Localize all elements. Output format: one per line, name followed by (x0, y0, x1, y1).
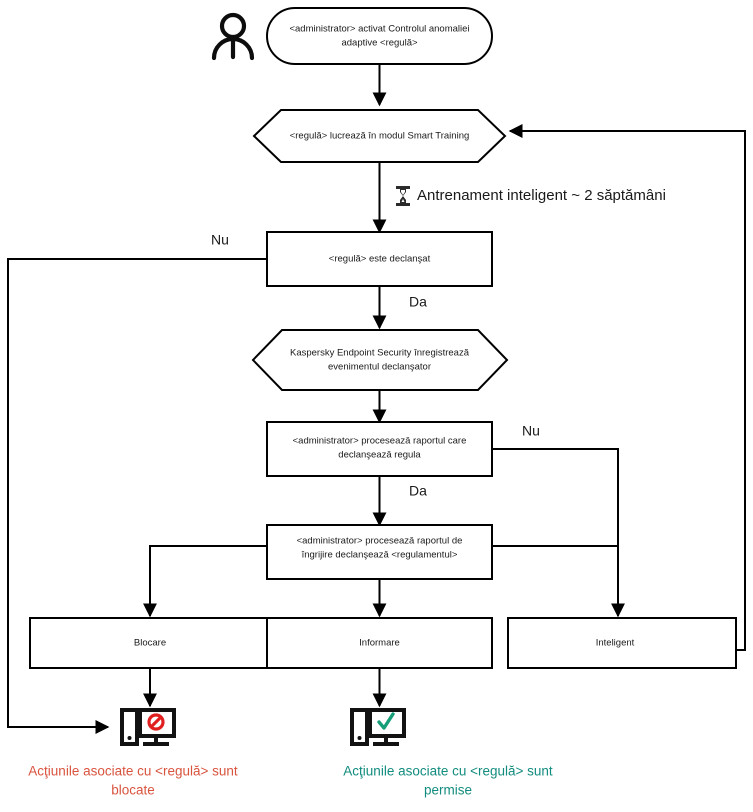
outcome-blocked-line1: Acţiunile asociate cu <regulă> sunt (28, 764, 238, 779)
edge-label-trigger-no: Nu (211, 232, 229, 248)
edge-label-trigger-yes: Da (409, 294, 427, 310)
connector-trigger-no-to-blocked (7, 258, 267, 734)
node-action-smart-label: Inteligent (596, 638, 635, 649)
connector-smart-loopback-to-training (508, 124, 746, 651)
actor-person-icon (211, 12, 255, 61)
node-rule-triggered-label: <regulă> este declanşat (329, 254, 431, 265)
outcome-blocked-line2: blocate (111, 783, 155, 798)
node-action-block (29, 617, 271, 669)
node-admin-processes-report (266, 421, 493, 477)
edge-label-report-yes: Da (409, 483, 427, 499)
node-kes-label-line2: evenimentul declanşator (328, 362, 431, 373)
node-admin-report-label-line1: <administrator> proceseazǎ raportul care (293, 436, 467, 447)
node-kes-label-line1: Kaspersky Endpoint Security înregistreaz… (290, 348, 470, 359)
node-action-block-label: Blocare (134, 638, 166, 649)
node-admin-report-label-line2: declanşeazǎ regula (338, 450, 421, 461)
node-action-inform-label: Informare (359, 638, 400, 649)
outcome-allowed-line1: Acţiunile asociate cu <regulă> sunt (343, 764, 553, 779)
node-start-label-line2: adaptive <regulă> (341, 38, 418, 49)
node-start-label-line1: <administrator> activat Controlul anomal… (289, 24, 469, 35)
node-action-smart (507, 617, 737, 669)
node-action-inform (266, 617, 493, 669)
edge-label-report-no: Nu (522, 423, 540, 439)
node-start (266, 7, 493, 65)
training-duration-note: Antrenament inteligent ~ 2 săptămâni (417, 187, 666, 204)
node-rule-triggered (266, 231, 493, 287)
connector-care-to-block (143, 545, 267, 618)
node-smart-training (252, 109, 507, 163)
connector-admin-report-no-to-smart (492, 448, 625, 618)
node-admin-care-label-line2: îngrijire declanşeazǎ <regulamentul> (301, 550, 458, 561)
monitor-allowed-icon (350, 708, 406, 746)
hourglass-icon (396, 186, 410, 206)
node-kes-registers-event (251, 329, 509, 391)
monitor-blocked-icon (120, 708, 176, 746)
node-smart-training-label: <regulă> lucrează în modul Smart Trainin… (290, 131, 470, 142)
node-admin-care-label-line1: <administrator> proceseazǎ raportul de (297, 536, 463, 547)
outcome-allowed-line2: permise (424, 783, 472, 798)
